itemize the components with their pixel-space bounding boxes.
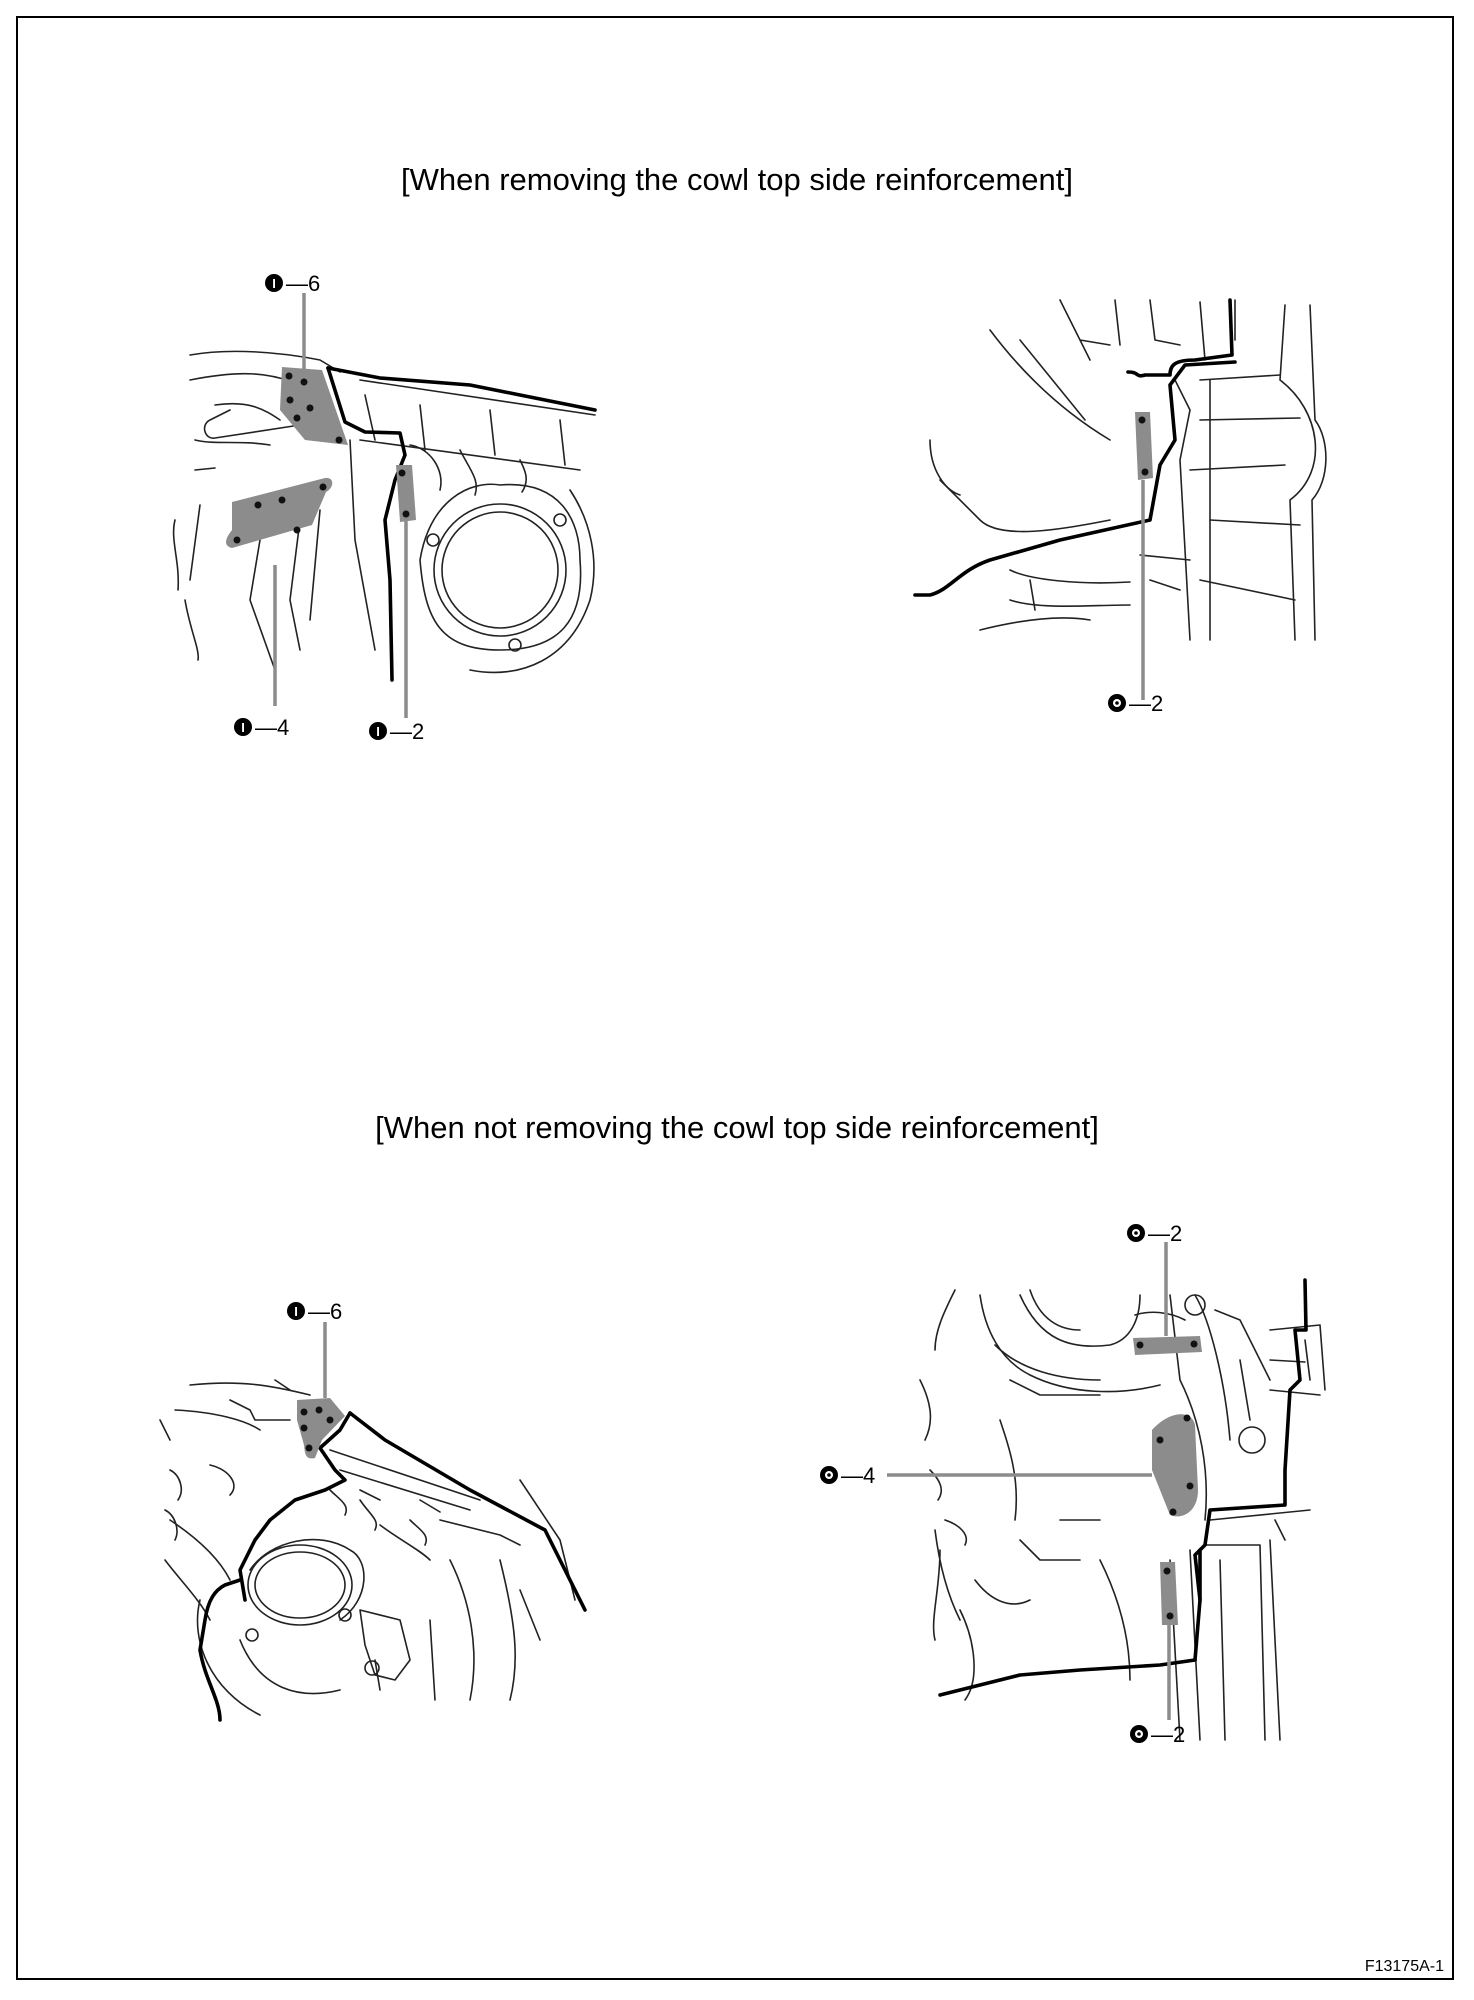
callout-label: —2 bbox=[1148, 1221, 1182, 1246]
callout-s2-spot-6: I —6 bbox=[287, 1299, 342, 1324]
callout-s1-plug-2: —2 bbox=[1108, 691, 1163, 716]
callout-label: —6 bbox=[308, 1299, 342, 1324]
callout-s1-spot-6: I —6 bbox=[265, 271, 320, 296]
spot-weld-icon bbox=[265, 274, 283, 292]
callout-label: —6 bbox=[286, 271, 320, 296]
callout-s2-plug-2-top: —2 bbox=[1127, 1221, 1182, 1246]
spot-weld-icon-letter: I bbox=[376, 724, 380, 739]
spot-weld-icon-letter: I bbox=[272, 276, 276, 291]
spot-weld-icon-letter: I bbox=[241, 720, 245, 735]
s1-left-illustration bbox=[172, 293, 597, 718]
callout-label: —2 bbox=[1129, 691, 1163, 716]
spot-weld-icon bbox=[234, 718, 252, 736]
s1-right-illustration bbox=[913, 298, 1327, 700]
s2-left-illustration bbox=[159, 1322, 587, 1722]
callout-s1-spot-4: I —4 bbox=[234, 715, 289, 740]
spot-weld-icon bbox=[287, 1302, 305, 1320]
callout-s1-spot-2: I —2 bbox=[369, 719, 424, 744]
spot-weld-icon-letter: I bbox=[294, 1304, 298, 1319]
page-border bbox=[16, 16, 1454, 1980]
s2-right-illustration bbox=[887, 1242, 1326, 1741]
callout-label: —2 bbox=[1151, 1722, 1185, 1747]
section-2-title: [When not removing the cowl top side rei… bbox=[375, 1110, 1099, 1145]
section-1-title: [When removing the cowl top side reinfor… bbox=[401, 162, 1073, 197]
spot-weld-icon bbox=[369, 722, 387, 740]
callout-s2-plug-4: —4 bbox=[820, 1463, 875, 1488]
callout-s2-plug-2-bottom: —2 bbox=[1130, 1722, 1185, 1747]
callout-label: —2 bbox=[390, 719, 424, 744]
callout-label: —4 bbox=[841, 1463, 875, 1488]
callout-label: —4 bbox=[255, 715, 289, 740]
figure-code: F13175A-1 bbox=[1364, 1958, 1444, 1975]
